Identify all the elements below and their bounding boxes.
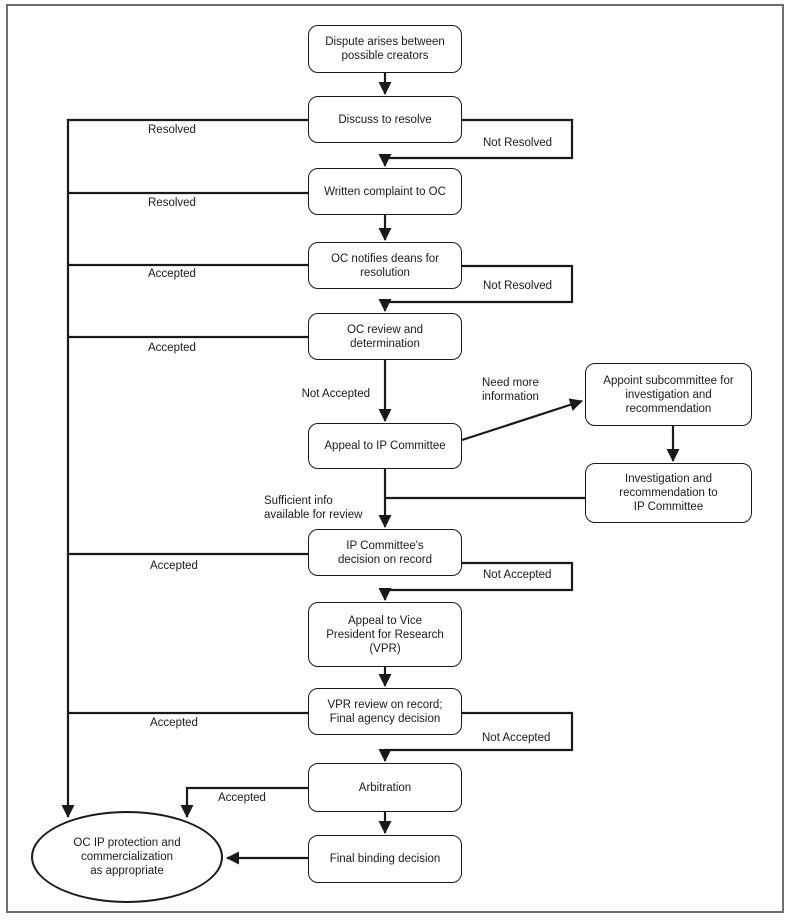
edge-label-not-resolved-2: Not Resolved	[483, 280, 553, 292]
edge-label-resolved-1: Resolved	[148, 124, 196, 136]
node-ip-decision: IP Committee's decision on record	[308, 529, 462, 576]
edge-label-not-resolved-1: Not Resolved	[483, 137, 553, 149]
node-investigation: Investigation and recommendation to IP C…	[585, 463, 752, 523]
edge-label-resolved-2: Resolved	[148, 197, 196, 209]
edge-decision-not-accepted	[378, 561, 574, 601]
edge-vpr-not-accepted	[378, 711, 574, 762]
node-appeal-ip: Appeal to IP Committee	[308, 423, 462, 469]
node-appoint-subcommittee: Appoint subcommittee for investigation a…	[585, 363, 752, 426]
node-oc-notifies: OC notifies deans for resolution	[308, 242, 462, 289]
node-dispute: Dispute arises between possible creators	[308, 25, 462, 73]
edge-left-rail	[61, 118, 308, 818]
edge-label-not-accepted-oc-review: Not Accepted	[301, 388, 370, 400]
node-final-binding: Final binding decision	[308, 835, 462, 883]
edge-notifies-not-resolved	[378, 264, 574, 312]
node-arbitration: Arbitration	[308, 763, 462, 812]
edge-label-accepted-3: Accepted	[150, 560, 198, 572]
node-oc-review: OC review and determination	[308, 313, 462, 360]
edge-discuss-not-resolved	[378, 118, 574, 167]
node-written-complaint: Written complaint to OC	[308, 168, 462, 215]
edge-label-accepted-4: Accepted	[150, 717, 198, 729]
edge-label-not-accepted-ip: Not Accepted	[483, 569, 552, 581]
edge-appeal-need-more-info	[461, 398, 583, 442]
edge-label-need-more-info: Need more information	[482, 377, 539, 403]
edge-label-accepted-arbitration: Accepted	[218, 792, 266, 804]
edge-arbitration-accepted	[180, 786, 310, 818]
node-vpr-review: VPR review on record; Final agency decis…	[308, 688, 462, 735]
edge-label-not-accepted-vpr: Not Accepted	[482, 732, 551, 744]
node-oc-ip-outcome: OC IP protection and commercialization a…	[31, 811, 223, 903]
edge-label-sufficient-info: Sufficient info available for review	[264, 495, 363, 521]
edge-label-accepted-2: Accepted	[148, 342, 196, 354]
edge-label-accepted-1: Accepted	[148, 268, 196, 280]
node-discuss: Discuss to resolve	[308, 96, 462, 143]
node-appeal-vpr: Appeal to Vice President for Research (V…	[308, 602, 462, 667]
